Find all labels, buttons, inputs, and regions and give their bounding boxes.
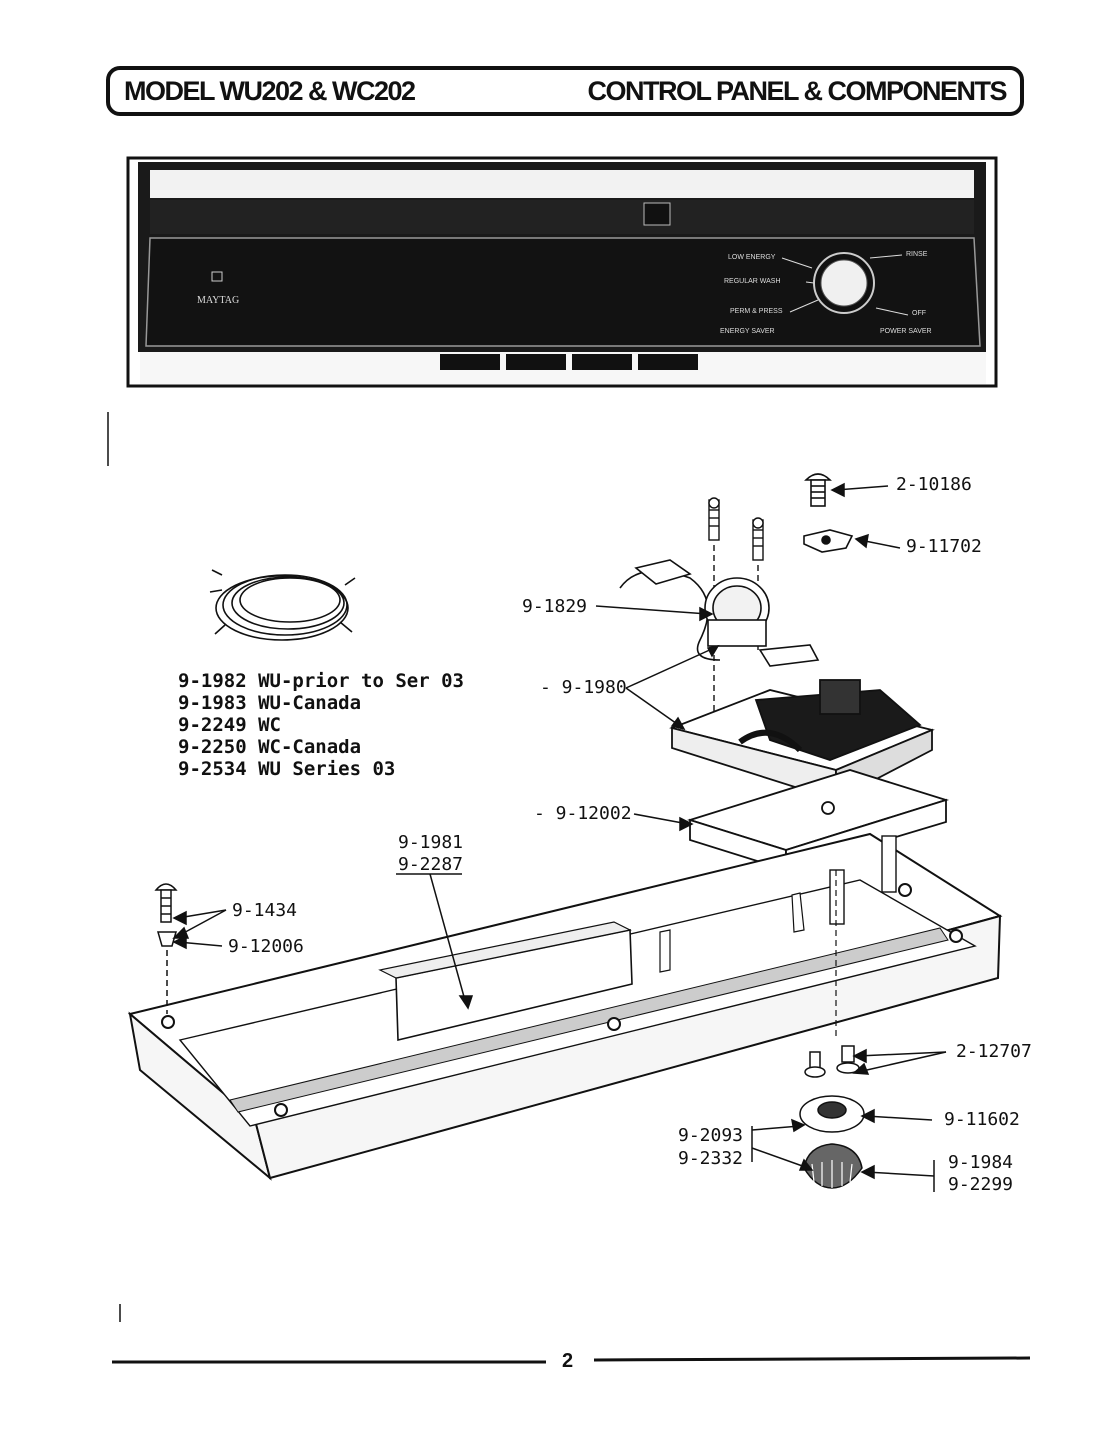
page-header: MODEL WU202 & WC202 CONTROL PANEL & COMP… — [106, 66, 1024, 116]
leader-lines — [172, 482, 947, 1192]
panel-dial-label: RINSE — [906, 251, 928, 258]
callout-9-2299: 9-2299 — [948, 1174, 1014, 1195]
wire-harness-entry: 9-1983 WU-Canada — [178, 692, 362, 714]
page-number: 2 — [562, 1350, 574, 1372]
callout-9-1434: 9-1434 — [232, 900, 298, 921]
callout-9-1980: - 9-1980 — [540, 677, 627, 698]
wire-harness — [209, 569, 356, 641]
panel-dial-label: REGULAR WASH — [724, 278, 781, 285]
callout-9-2093: 9-2093 — [678, 1125, 744, 1146]
knob-assembly — [799, 1045, 865, 1189]
screw-9-1434 — [154, 883, 178, 1014]
callout-9-1984: 9-1984 — [948, 1152, 1014, 1173]
section-title: CONTROL PANEL & COMPONENTS — [587, 76, 1007, 106]
callout-9-11702: 9-11702 — [906, 536, 982, 557]
callout-9-2332: 9-2332 — [678, 1148, 744, 1169]
wire-harness-entry: 9-2249 WC — [178, 714, 281, 736]
panel-dial-label: ENERGY SAVER — [720, 328, 775, 335]
timer-motor-9-1829 — [619, 559, 820, 667]
wire-harness-entry: 9-1982 WU-prior to Ser 03 — [178, 670, 464, 692]
callout-2-10186: 2-10186 — [896, 474, 972, 495]
callout-9-12006: 9-12006 — [228, 936, 304, 957]
screw-2-10186 — [804, 473, 832, 507]
console-base — [127, 832, 1003, 1181]
callout-9-12002: - 9-12002 — [534, 803, 632, 824]
callout-9-1981: 9-1981 — [398, 832, 464, 853]
wire-harness-part-list: 9-1982 WU-prior to Ser 03 9-1983 WU-Cana… — [178, 670, 464, 780]
panel-dial-label: OFF — [912, 310, 926, 317]
control-panel-photo: MAYTAG LOW ENERGY REGULAR WASH PERM & PR… — [126, 156, 998, 388]
callout-2-12707: 2-12707 — [956, 1041, 1032, 1062]
panel-dial-label: PERM & PRESS — [730, 308, 783, 315]
margin-marks — [107, 412, 121, 1322]
model-title: MODEL WU202 & WC202 — [124, 76, 416, 106]
panel-dial-label: LOW ENERGY — [728, 254, 776, 261]
panel-dial-label: POWER SAVER — [880, 328, 932, 335]
footer-rule — [112, 1356, 1031, 1364]
callout-9-1829: 9-1829 — [522, 596, 588, 617]
callout-9-2287: 9-2287 — [398, 854, 464, 875]
knob-9-1984 — [803, 1143, 863, 1189]
wire-harness-entry: 9-2534 WU Series 03 — [178, 758, 396, 780]
wire-harness-entry: 9-2250 WC-Canada — [178, 736, 362, 758]
panel-brand: MAYTAG — [197, 295, 239, 306]
clip-9-11702 — [803, 529, 854, 553]
callout-9-11602: 9-11602 — [944, 1109, 1020, 1130]
timer-housing-9-1980 — [669, 679, 935, 802]
